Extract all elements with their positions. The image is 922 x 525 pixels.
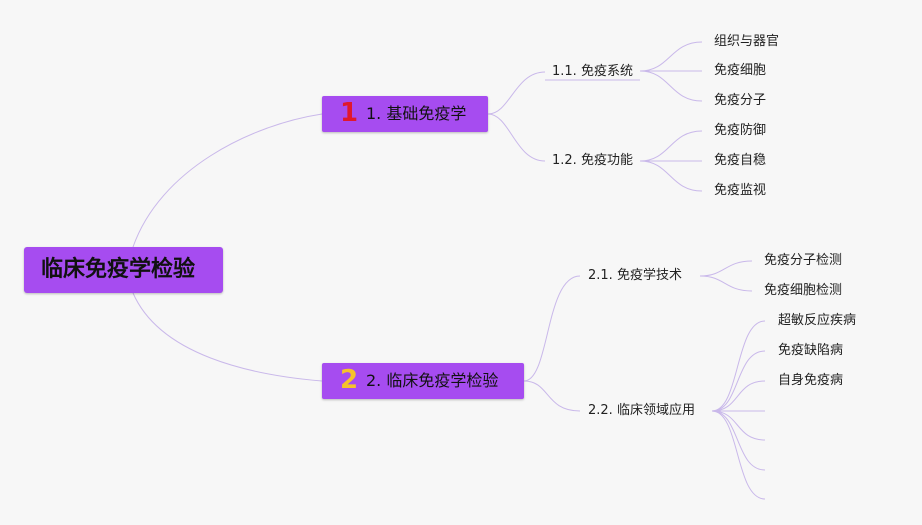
link-s22-l1 <box>711 320 766 412</box>
sub-label: 1.2. 免疫功能 <box>552 153 633 168</box>
branch-node-2[interactable]: 2 2. 临床免疫学检验 <box>322 363 524 399</box>
link-s22-e3 <box>711 410 766 471</box>
sub-node-1-2[interactable]: 1.2. 免疫功能 <box>552 152 633 170</box>
branch-label-1: 1. 基础免疫学 <box>366 104 467 123</box>
link-s12-l3 <box>639 160 703 192</box>
sub-label: 1.1. 免疫系统 <box>552 64 633 79</box>
leaf-label: 免疫细胞检测 <box>764 283 843 298</box>
sub-node-2-1[interactable]: 2.1. 免疫学技术 <box>588 267 682 285</box>
leaf-node[interactable]: 免疫监视 <box>714 182 766 200</box>
leaf-node[interactable]: 组织与器官 <box>714 33 779 51</box>
link-s22-e2 <box>711 410 766 441</box>
leaf-node[interactable]: 免疫分子 <box>714 92 766 110</box>
root-node[interactable]: 临床免疫学检验 <box>24 247 223 293</box>
leaf-label: 免疫防御 <box>714 123 767 138</box>
leaf-label: 免疫缺陷病 <box>778 343 844 358</box>
sub-node-1-1[interactable]: 1.1. 免疫系统 <box>552 63 633 81</box>
leaf-node[interactable]: 免疫缺陷病 <box>778 342 843 360</box>
leaf-node[interactable]: 超敏反应疾病 <box>778 312 856 330</box>
link-s12-l1 <box>639 130 703 162</box>
leaf-label: 免疫分子检测 <box>764 253 843 268</box>
leaf-node[interactable]: 免疫细胞 <box>714 62 766 80</box>
root-label: 临床免疫学检验 <box>41 257 196 282</box>
leaf-node[interactable]: 自身免疫病 <box>778 372 843 390</box>
link-s11-l1 <box>639 41 703 72</box>
leaf-label: 免疫自稳 <box>714 153 767 168</box>
link-s11-l3 <box>639 70 703 102</box>
link-b1-s1 <box>487 71 546 115</box>
link-b1-s2 <box>487 113 546 162</box>
link-s21-l2 <box>699 275 753 292</box>
leaf-label: 组织与器官 <box>714 34 780 49</box>
link-b2-s2 <box>523 380 581 412</box>
link-s22-l2 <box>711 350 766 412</box>
leaf-node[interactable]: 免疫细胞检测 <box>764 282 842 300</box>
link-root-branch1 <box>132 113 323 248</box>
leaf-label: 免疫分子 <box>714 93 767 108</box>
sub-label: 2.2. 临床领域应用 <box>588 403 695 418</box>
link-s21-l1 <box>699 260 753 277</box>
sub-node-2-2[interactable]: 2.2. 临床领域应用 <box>588 402 695 420</box>
leaf-node[interactable]: 免疫分子检测 <box>764 252 842 270</box>
link-b2-s1 <box>523 275 581 382</box>
number-badge-1: 1 <box>340 98 359 128</box>
branch-node-1[interactable]: 1 1. 基础免疫学 <box>322 96 488 132</box>
leaf-label: 免疫监视 <box>714 183 767 198</box>
leaf-label: 免疫细胞 <box>714 63 767 78</box>
leaf-label: 超敏反应疾病 <box>778 313 857 328</box>
leaf-node[interactable]: 免疫防御 <box>714 122 766 140</box>
number-badge-2: 2 <box>340 365 359 395</box>
leaf-label: 自身免疫病 <box>778 373 844 388</box>
branch-label-2: 2. 临床免疫学检验 <box>366 371 499 390</box>
sub-label: 2.1. 免疫学技术 <box>588 268 682 283</box>
link-root-branch2 <box>132 292 323 382</box>
leaf-node[interactable]: 免疫自稳 <box>714 152 766 170</box>
link-s22-e4 <box>711 410 766 500</box>
link-s22-l3 <box>711 380 766 412</box>
